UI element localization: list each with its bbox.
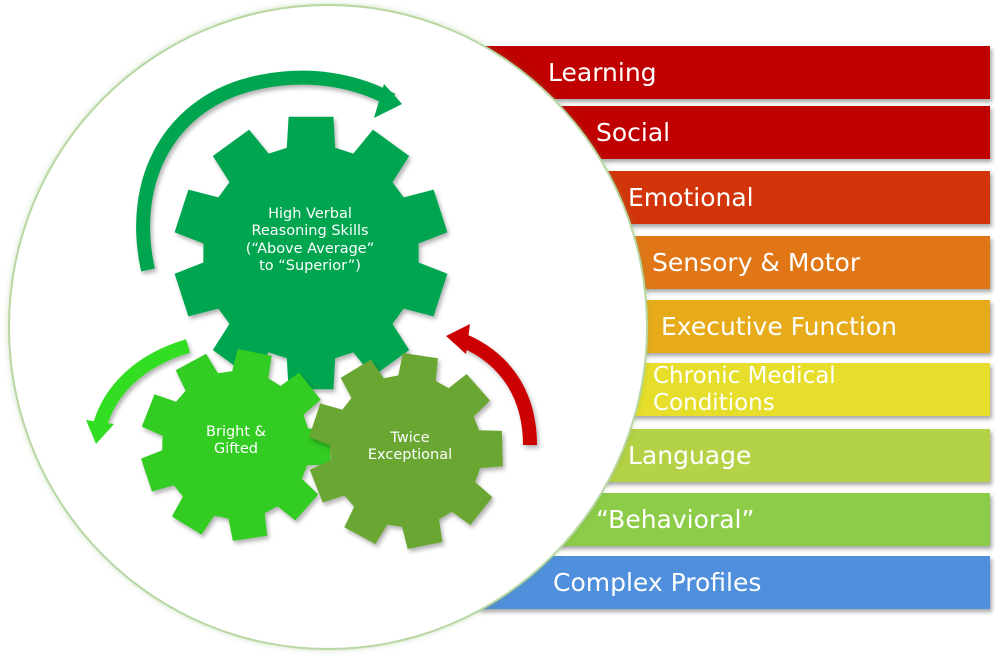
- gear-right-shape: [309, 353, 503, 549]
- right-arrow-icon: [459, 333, 537, 446]
- gear-left-shape: [141, 349, 331, 541]
- left-gear-icon: [141, 349, 331, 541]
- left-gear-text: Bright & Gifted: [206, 424, 266, 458]
- right-gear-icon: [309, 353, 503, 549]
- gear-main-shape: [174, 116, 448, 390]
- category-label: Complex Profiles: [553, 568, 762, 597]
- top-arrow-head: [374, 84, 402, 118]
- category-label: Learning: [548, 58, 657, 87]
- main-gear-text: High Verbal Reasoning Skills (“Above Ave…: [245, 206, 375, 275]
- category-label: “Behavioral”: [596, 505, 755, 534]
- left-arrow-icon: [93, 339, 191, 428]
- category-label: Social: [596, 118, 671, 147]
- main-gear-label: High Verbal Reasoning Skills (“Above Ave…: [240, 206, 380, 276]
- right-arrow-head: [446, 324, 470, 354]
- category-label: Chronic Medical Conditions: [653, 363, 836, 416]
- top-arrow-icon: [136, 70, 396, 272]
- right-gear-label: Twice Exceptional: [360, 430, 460, 465]
- main-gear-icon: [174, 116, 448, 390]
- left-arrow-head: [86, 420, 114, 444]
- category-label: Emotional: [628, 183, 754, 212]
- category-label: Sensory & Motor: [652, 248, 861, 277]
- category-label: Language: [628, 441, 752, 470]
- right-gear-text: Twice Exceptional: [367, 430, 453, 464]
- category-bar-learning: Learning: [478, 46, 990, 99]
- category-bar-complex-profiles: Complex Profiles: [478, 556, 990, 609]
- category-label: Executive Function: [661, 312, 897, 341]
- left-gear-label: Bright & Gifted: [190, 424, 282, 459]
